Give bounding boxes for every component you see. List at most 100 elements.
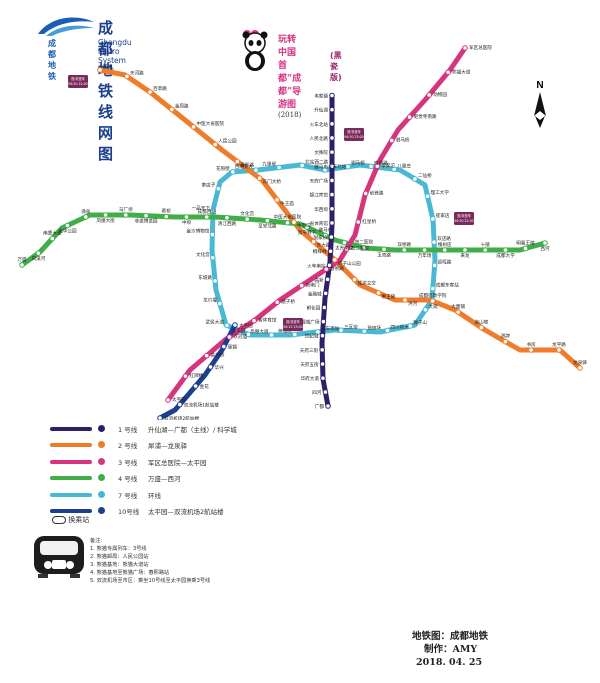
l1-station-dot[interactable]	[320, 318, 327, 325]
l4-station-dot[interactable]	[35, 250, 42, 256]
l2-station-dot[interactable]	[577, 365, 583, 371]
l4-station-dot[interactable]	[19, 262, 25, 268]
l4-station-dot[interactable]	[401, 247, 408, 253]
l2-station-dot[interactable]	[256, 175, 263, 182]
l2-station-dot[interactable]	[429, 298, 436, 304]
l2-station-dot[interactable]	[528, 347, 534, 353]
l2-station-dot[interactable]	[124, 73, 130, 80]
l7-station-dot[interactable]	[217, 300, 223, 307]
l7-station-dot[interactable]	[253, 167, 259, 173]
l1-station-dot[interactable]	[329, 121, 335, 127]
l4-station-dot[interactable]	[123, 212, 129, 218]
l1-station-dot[interactable]	[322, 290, 329, 297]
l7-station-dot[interactable]	[430, 285, 436, 292]
l1-station-dot[interactable]	[320, 375, 326, 381]
l2-station-dot[interactable]	[310, 238, 317, 245]
l7-station-dot[interactable]	[229, 169, 236, 175]
l3-station-dot[interactable]	[203, 352, 210, 359]
l7-station-dot[interactable]	[268, 332, 275, 338]
l2-station-dot[interactable]	[147, 89, 153, 95]
l4-station-dot[interactable]	[482, 247, 489, 253]
l3-station-dot[interactable]	[298, 282, 305, 289]
l4-station-dot[interactable]	[522, 245, 529, 252]
l7-station-dot[interactable]	[407, 323, 414, 329]
l1-station-dot[interactable]	[322, 389, 329, 395]
l2-station-dot[interactable]	[97, 67, 103, 73]
l4-station-dot[interactable]	[163, 213, 170, 220]
l7-station-dot[interactable]	[276, 164, 282, 171]
l3-station-dot[interactable]	[355, 219, 362, 225]
l4-station-dot[interactable]	[381, 246, 387, 253]
l10-station-dot[interactable]	[207, 364, 214, 370]
l7-station-dot[interactable]	[224, 322, 230, 329]
l4-station-dot[interactable]	[82, 214, 89, 220]
l4-station-dot[interactable]	[322, 232, 329, 239]
l3-station-dot[interactable]	[406, 114, 413, 120]
l7-station-dot[interactable]	[245, 331, 252, 338]
l1-station-dot[interactable]	[329, 149, 335, 155]
l7-station-dot[interactable]	[429, 216, 436, 222]
l4-station-dot[interactable]	[341, 239, 348, 246]
l1-station-dot[interactable]	[319, 332, 326, 339]
l3-station-dot[interactable]	[182, 373, 189, 379]
l2-station-dot[interactable]	[502, 338, 509, 345]
l1-station-dot[interactable]	[329, 220, 335, 226]
l10-station-dot[interactable]	[232, 322, 238, 328]
l1-station-dot[interactable]	[329, 92, 335, 99]
l3-station-dot[interactable]	[426, 92, 432, 98]
l7-station-dot[interactable]	[215, 185, 222, 192]
l2-station-dot[interactable]	[331, 257, 338, 263]
l1-station-dot[interactable]	[329, 163, 335, 170]
l4-station-dot[interactable]	[183, 214, 190, 220]
l2-station-dot[interactable]	[190, 124, 197, 130]
l4-station-dot[interactable]	[264, 217, 271, 224]
l4-station-dot[interactable]	[304, 224, 310, 230]
l7-station-dot[interactable]	[391, 166, 397, 173]
l7-station-dot[interactable]	[424, 193, 431, 200]
l4-station-dot[interactable]	[542, 240, 548, 246]
l2-station-dot[interactable]	[402, 297, 408, 303]
l7-station-dot[interactable]	[209, 231, 216, 238]
l4-station-dot[interactable]	[244, 216, 250, 222]
l2-station-dot[interactable]	[291, 219, 297, 225]
l7-station-dot[interactable]	[368, 163, 374, 170]
l2-station-dot[interactable]	[274, 197, 280, 203]
l7-station-dot[interactable]	[422, 306, 429, 313]
l7-station-dot[interactable]	[291, 331, 298, 338]
l1-station-dot[interactable]	[329, 205, 335, 212]
l3-station-dot[interactable]	[445, 69, 451, 76]
l3-station-dot[interactable]	[226, 334, 233, 340]
l4-station-dot[interactable]	[441, 247, 448, 253]
l1-station-dot[interactable]	[327, 248, 334, 254]
l1-station-dot[interactable]	[329, 106, 335, 113]
l1-station-dot[interactable]	[321, 304, 328, 311]
l4-station-dot[interactable]	[224, 214, 230, 221]
l1-station-dot[interactable]	[329, 135, 335, 141]
l4-station-dot[interactable]	[462, 247, 468, 253]
l4-station-dot[interactable]	[143, 212, 149, 219]
l3-station-dot[interactable]	[362, 190, 369, 197]
l2-station-dot[interactable]	[375, 290, 382, 296]
l2-station-dot[interactable]	[455, 309, 461, 315]
l4-station-dot[interactable]	[421, 247, 428, 253]
l7-station-dot[interactable]	[210, 208, 216, 215]
l10-station-dot[interactable]	[220, 343, 227, 350]
l3-station-dot[interactable]	[274, 299, 281, 306]
l7-station-dot[interactable]	[209, 254, 216, 261]
l1-station-dot[interactable]	[329, 177, 335, 184]
l7-station-dot[interactable]	[338, 327, 344, 334]
l1-station-dot[interactable]	[319, 361, 326, 367]
l3-station-dot[interactable]	[343, 246, 350, 252]
l3-station-dot[interactable]	[374, 163, 381, 170]
l1-station-dot[interactable]	[328, 234, 335, 240]
l4-station-dot[interactable]	[102, 212, 109, 218]
l4-station-dot[interactable]	[361, 244, 367, 251]
l7-station-dot[interactable]	[431, 239, 437, 245]
l3-station-dot[interactable]	[388, 137, 395, 144]
l10-station-dot[interactable]	[192, 383, 199, 389]
l7-station-dot[interactable]	[361, 328, 368, 335]
l2-station-dot[interactable]	[478, 324, 485, 331]
l7-station-dot[interactable]	[431, 262, 438, 269]
l7-station-dot[interactable]	[212, 278, 218, 284]
l3-station-dot[interactable]	[165, 397, 171, 403]
